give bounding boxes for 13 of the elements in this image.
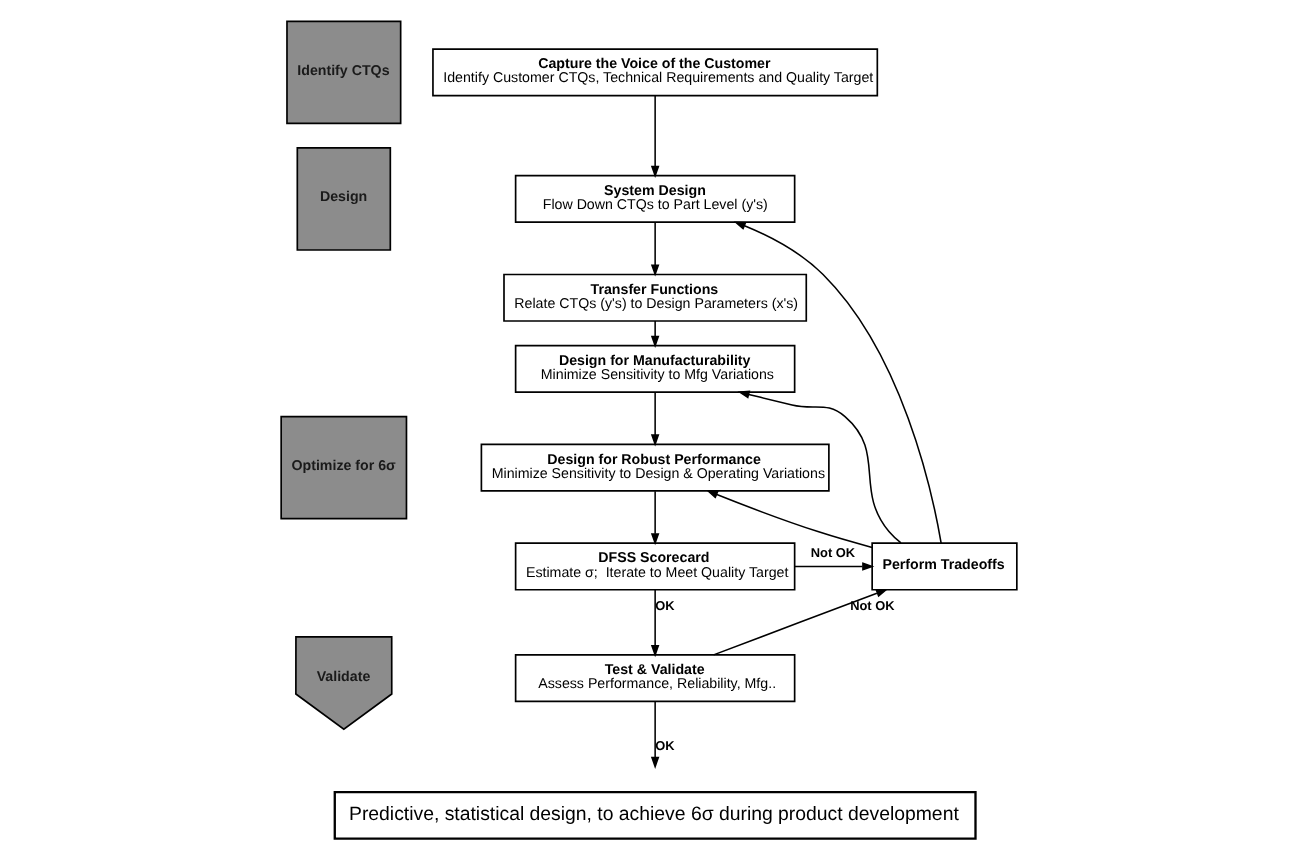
arrow bbox=[712, 589, 889, 656]
arrow bbox=[737, 390, 902, 544]
arrow bbox=[733, 221, 942, 544]
arrow bbox=[650, 391, 660, 447]
arrow bbox=[650, 320, 660, 348]
arrow bbox=[650, 95, 660, 179]
arrow bbox=[793, 562, 875, 571]
arrow bbox=[705, 490, 873, 549]
arrow bbox=[650, 589, 660, 658]
node-box: Predictive, statistical design, to achieve 6σ during product development bbox=[333, 791, 977, 840]
arrow bbox=[650, 221, 660, 277]
arrow bbox=[650, 490, 660, 546]
arrow bbox=[650, 700, 660, 769]
